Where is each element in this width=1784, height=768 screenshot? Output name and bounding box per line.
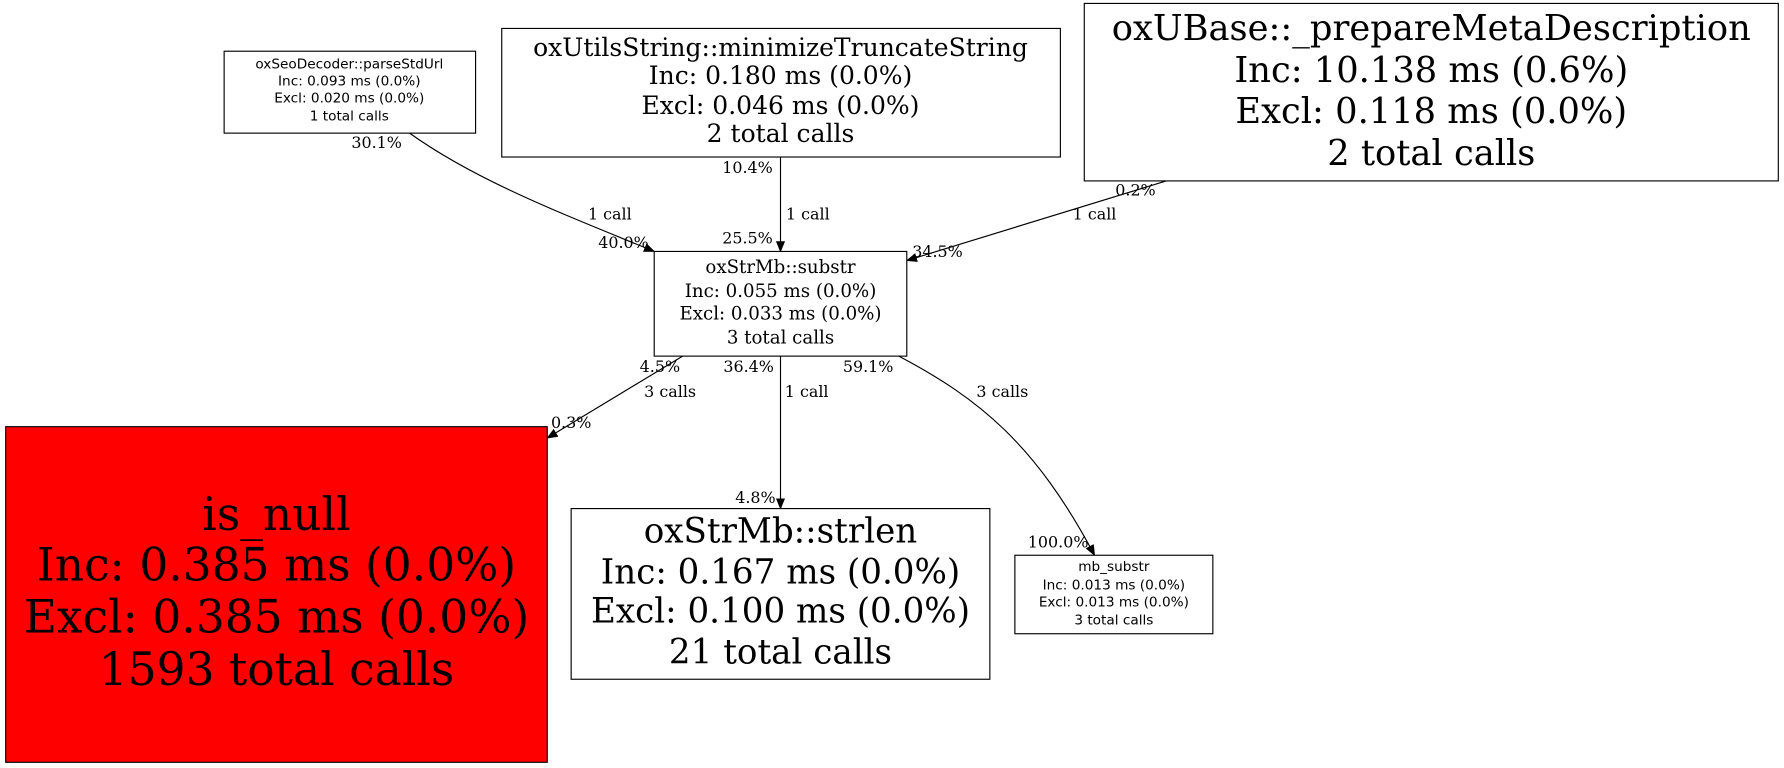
- node-inclusive: Inc: 10.138 ms (0.6%): [1234, 50, 1628, 91]
- node-title: mb_substr: [1078, 559, 1150, 575]
- edge-tail-label: 10.4%: [722, 158, 773, 177]
- edge-head-label: 100.0%: [1028, 532, 1089, 551]
- node-exclusive: Excl: 0.100 ms (0.0%): [591, 591, 970, 631]
- node-calls: 3 total calls: [727, 328, 834, 349]
- edge-parseStdUrl-substr: 30.1% 1 call 40.0%: [351, 132, 656, 252]
- node-exclusive: Excl: 0.013 ms (0.0%): [1039, 594, 1189, 610]
- node-calls: 21 total calls: [669, 632, 892, 672]
- edge-tail-label: 30.1%: [351, 133, 402, 152]
- node-exclusive: Excl: 0.118 ms (0.0%): [1235, 91, 1627, 132]
- node-exclusive: Excl: 0.020 ms (0.0%): [274, 90, 424, 106]
- node-title: oxStrMb::substr: [705, 257, 856, 278]
- node-mb-substr[interactable]: mb_substr Inc: 0.013 ms (0.0%) Excl: 0.0…: [1014, 554, 1214, 635]
- node-inclusive: Inc: 0.055 ms (0.0%): [685, 281, 877, 302]
- node-title: is_null: [202, 488, 350, 541]
- node-exclusive: Excl: 0.033 ms (0.0%): [679, 304, 881, 325]
- node-calls: 2 total calls: [707, 119, 855, 148]
- node-calls: 1593 total calls: [99, 643, 454, 696]
- edge-prepare-substr: 0.2% 1 call 34.5%: [905, 180, 1167, 262]
- edge-call-label: 3 calls: [644, 382, 696, 401]
- node-calls: 2 total calls: [1327, 133, 1535, 174]
- edge-head-label: 4.8%: [735, 488, 775, 507]
- node-inclusive: Inc: 0.093 ms (0.0%): [278, 73, 421, 89]
- node-title: oxUtilsString::minimizeTruncateString: [533, 33, 1028, 62]
- node-exclusive: Excl: 0.046 ms (0.0%): [642, 91, 920, 120]
- edge-tail-label: 36.4%: [723, 357, 774, 376]
- edge-substr-mb-substr: 59.1% 3 calls 100.0%: [843, 355, 1096, 557]
- edge-tail-label: 0.2%: [1115, 181, 1155, 200]
- node-calls: 3 total calls: [1074, 613, 1153, 629]
- node-is-null[interactable]: is_null Inc: 0.385 ms (0.0%) Excl: 0.385…: [5, 426, 548, 763]
- edge-call-label: 1 call: [786, 205, 830, 224]
- node-prepareMetaDescription[interactable]: oxUBase::_prepareMetaDescription Inc: 10…: [1083, 2, 1779, 182]
- edge-substr-strlen: 36.4% 1 call 4.8%: [723, 356, 829, 510]
- node-substr[interactable]: oxStrMb::substr Inc: 0.055 ms (0.0%) Exc…: [653, 250, 908, 357]
- node-calls: 1 total calls: [310, 109, 389, 125]
- edge-head-label: 34.5%: [912, 242, 963, 261]
- edge-tail-label: 59.1%: [843, 357, 894, 376]
- node-minimizeTruncateString[interactable]: oxUtilsString::minimizeTruncateString In…: [501, 27, 1061, 158]
- edge-head-label: 40.0%: [598, 233, 649, 252]
- edge-head-label: 25.5%: [722, 228, 773, 247]
- node-title: oxSeoDecoder::parseStdUrl: [255, 56, 443, 72]
- node-title: oxStrMb::strlen: [644, 512, 918, 552]
- node-inclusive: Inc: 0.167 ms (0.0%): [601, 553, 961, 593]
- node-inclusive: Inc: 0.180 ms (0.0%): [649, 61, 913, 90]
- edge-head-label: 0.3%: [551, 413, 591, 432]
- edge-substr-is-null: 4.5% 3 calls 0.3%: [546, 355, 696, 439]
- edge-minimize-substr: 10.4% 1 call 25.5%: [722, 157, 830, 253]
- node-inclusive: Inc: 0.013 ms (0.0%): [1043, 577, 1186, 593]
- edge-call-label: 3 calls: [976, 382, 1028, 401]
- edge-call-label: 1 call: [1073, 205, 1117, 224]
- node-parseStdUrl[interactable]: oxSeoDecoder::parseStdUrl Inc: 0.093 ms …: [223, 50, 477, 134]
- edge-tail-label: 4.5%: [640, 357, 680, 376]
- edge-call-label: 1 call: [588, 205, 632, 224]
- node-title: oxUBase::_prepareMetaDescription: [1112, 8, 1751, 49]
- node-exclusive: Excl: 0.385 ms (0.0%): [24, 591, 529, 644]
- node-strlen[interactable]: oxStrMb::strlen Inc: 0.167 ms (0.0%) Exc…: [570, 508, 991, 680]
- node-inclusive: Inc: 0.385 ms (0.0%): [37, 538, 516, 591]
- edge-call-label: 1 call: [785, 382, 829, 401]
